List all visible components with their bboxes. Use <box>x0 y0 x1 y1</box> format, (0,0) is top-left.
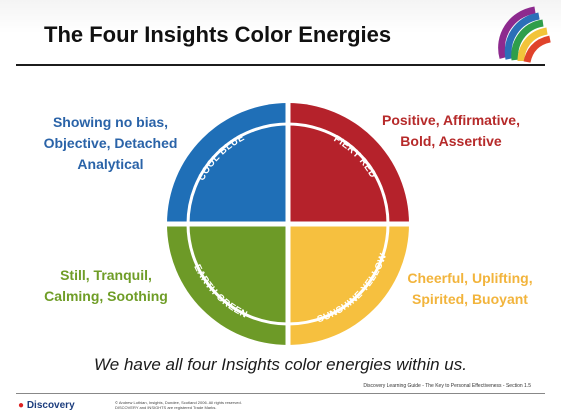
fiery-red-description: Positive, Affirmative, Bold, Assertive <box>382 112 520 149</box>
quadrant-fiery-red <box>288 103 409 224</box>
quadrant-cool-blue <box>167 103 288 224</box>
earth-green-description: Still, Tranquil, Calming, Soothing <box>44 267 168 304</box>
footer-reference: Discovery Learning Guide - The Key to Pe… <box>363 383 531 389</box>
discovery-logo: ● Discovery <box>18 400 75 411</box>
cool-blue-description: Showing no bias, Objective, Detached Ana… <box>43 114 178 172</box>
quadrant-earth-green <box>167 224 288 345</box>
insights-rainbow-logo <box>498 6 551 63</box>
color-energy-wheel: COOL BLUE FIERY RED EARTH GREEN SUNSHINE… <box>165 101 411 347</box>
footer-divider <box>16 393 545 394</box>
title-divider <box>16 64 545 66</box>
copyright-text: © Andrew Lothian, Insights, Dundee, Scot… <box>115 400 242 410</box>
quadrant-sunshine-yellow <box>288 224 409 345</box>
discovery-mark-icon: ● <box>18 400 25 411</box>
tagline: We have all four Insights color energies… <box>94 355 467 374</box>
slide-title: The Four Insights Color Energies <box>44 22 392 47</box>
sunshine-yellow-description: Cheerful, Uplifting, Spirited, Buoyant <box>407 270 533 307</box>
